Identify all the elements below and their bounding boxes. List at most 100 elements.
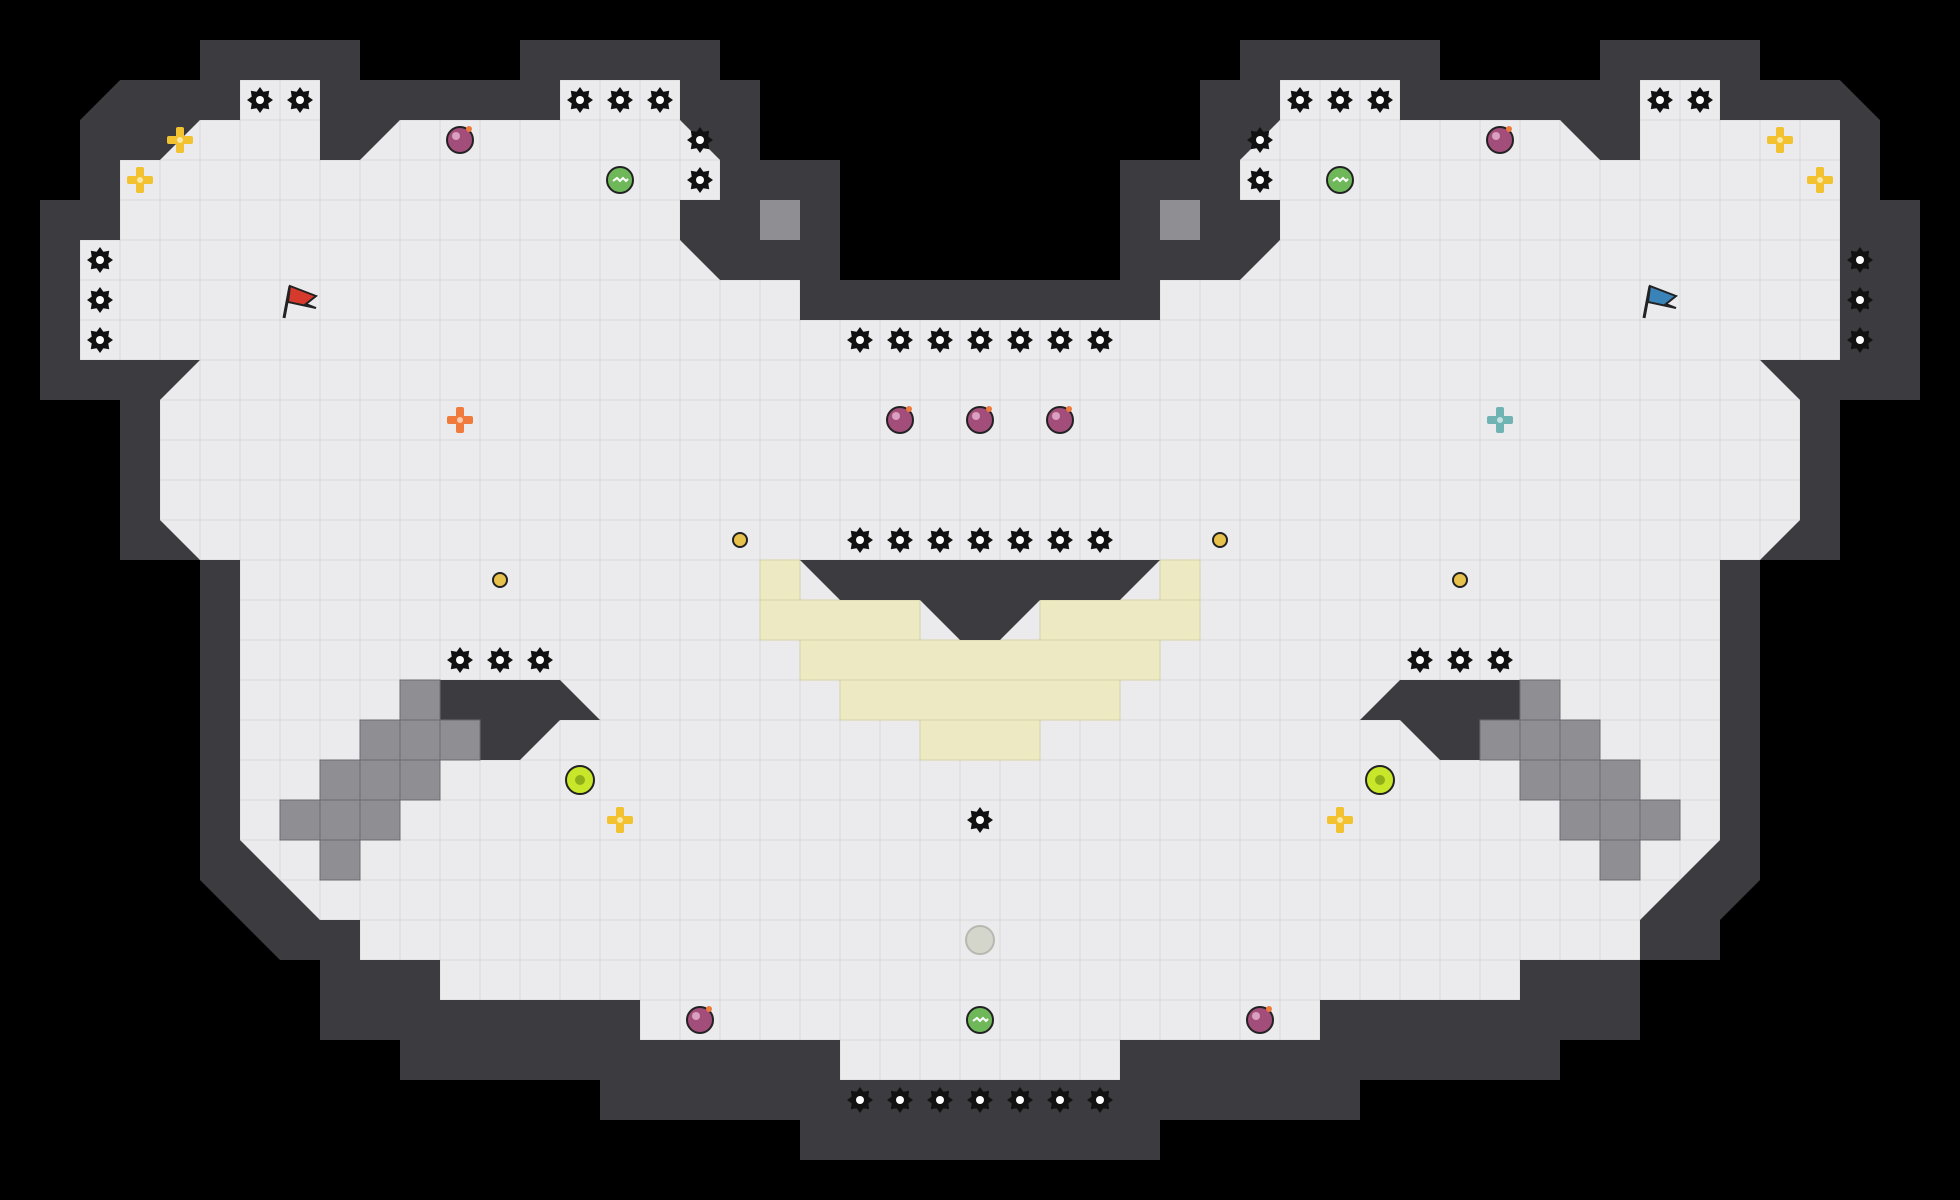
neutral-tile <box>439 719 481 761</box>
boost-icon <box>1327 807 1353 833</box>
spike-icon <box>967 807 993 833</box>
spike-icon <box>1047 527 1073 553</box>
spike-icon <box>847 527 873 553</box>
spike-icon <box>1687 87 1713 113</box>
wall-notch-topright <box>1840 80 1880 120</box>
boost-icon <box>1807 167 1833 193</box>
spike-icon <box>1047 327 1073 353</box>
red-team-zone <box>759 559 1201 761</box>
neutral-tile <box>1559 759 1601 801</box>
spike-icon <box>1367 87 1393 113</box>
portal-icon <box>1365 765 1395 795</box>
wall-notch-topleft <box>80 80 120 120</box>
spike-icon <box>87 327 113 353</box>
spike-icon <box>887 527 913 553</box>
neutral-tile <box>399 719 441 761</box>
spike-icon <box>927 327 953 353</box>
neutral-tile <box>319 799 361 841</box>
spike-icon <box>887 327 913 353</box>
bomb-icon <box>1046 406 1074 434</box>
boost-icon <box>167 127 193 153</box>
button-icon <box>732 532 748 548</box>
boost-icon <box>1767 127 1793 153</box>
spike-icon <box>1407 647 1433 673</box>
spike-icon <box>1087 527 1113 553</box>
red-flag-icon <box>286 284 318 309</box>
neutral-tiles <box>279 679 1681 881</box>
bomb-icon <box>686 1006 714 1034</box>
spike-icon <box>1327 87 1353 113</box>
ball-spawn-marker <box>965 925 995 955</box>
spike-icon <box>87 287 113 313</box>
neutral-tile <box>1519 679 1561 721</box>
powerup-icon <box>966 1006 994 1034</box>
bomb-icon <box>1246 1006 1274 1034</box>
neutral-tile <box>1599 839 1641 881</box>
spike-icon <box>1647 87 1673 113</box>
spike-icon <box>527 647 553 673</box>
spike-icon <box>967 327 993 353</box>
center-cutout <box>840 40 1120 280</box>
neutral-tile <box>399 679 441 721</box>
neutral-tile <box>319 759 361 801</box>
powerup-icon <box>606 166 634 194</box>
spike-icon <box>1007 1087 1033 1113</box>
powerup-icon <box>1326 166 1354 194</box>
gate-block-left <box>760 200 800 240</box>
spike-icon <box>287 87 313 113</box>
spike-icon <box>1847 327 1873 353</box>
neutral-tile <box>359 719 401 761</box>
spike-icon <box>847 327 873 353</box>
spike-icon <box>967 527 993 553</box>
red-boost-icon <box>447 407 473 433</box>
neutral-tile <box>1599 759 1641 801</box>
spike-icon <box>927 527 953 553</box>
button-icon <box>1212 532 1228 548</box>
spike-icon <box>1487 647 1513 673</box>
items <box>127 126 1833 1034</box>
spike-icon <box>247 87 273 113</box>
bomb-icon <box>886 406 914 434</box>
spike-icon <box>647 87 673 113</box>
neutral-tile <box>359 799 401 841</box>
spike-icon <box>1247 127 1273 153</box>
boost-icon <box>607 807 633 833</box>
spike-icon <box>1007 327 1033 353</box>
neutral-tile <box>1559 719 1601 761</box>
bomb-icon <box>446 126 474 154</box>
flag-red[interactable] <box>282 284 318 319</box>
neutral-tile <box>279 799 321 841</box>
spike-icon <box>1847 287 1873 313</box>
spikes <box>87 87 1873 1113</box>
bomb-icon <box>1486 126 1514 154</box>
bomb-icon <box>966 406 994 434</box>
spike-icon <box>1047 1087 1073 1113</box>
spike-icon <box>1847 247 1873 273</box>
neutral-tile <box>1639 799 1681 841</box>
spike-icon <box>1007 527 1033 553</box>
button-icon <box>492 572 508 588</box>
neutral-tile <box>1479 719 1521 761</box>
button-icon <box>1452 572 1468 588</box>
center-wedge <box>800 560 1160 640</box>
neutral-tile <box>1519 719 1561 761</box>
neutral-tile <box>1559 799 1601 841</box>
gate-block-right <box>1160 200 1200 240</box>
spike-icon <box>1087 327 1113 353</box>
boost-icon <box>127 167 153 193</box>
neutral-tile <box>359 759 401 801</box>
blue-boost-icon <box>1487 407 1513 433</box>
neutral-tile <box>1519 759 1561 801</box>
neutral-tile <box>399 759 441 801</box>
flag-blue[interactable] <box>1642 284 1678 319</box>
spike-icon <box>847 1087 873 1113</box>
spike-icon <box>1087 1087 1113 1113</box>
blue-flag-icon <box>1646 284 1678 309</box>
neutral-tile <box>319 839 361 881</box>
spike-icon <box>887 1087 913 1113</box>
spike-icon <box>687 167 713 193</box>
spike-icon <box>1287 87 1313 113</box>
spike-icon <box>567 87 593 113</box>
spike-icon <box>687 127 713 153</box>
